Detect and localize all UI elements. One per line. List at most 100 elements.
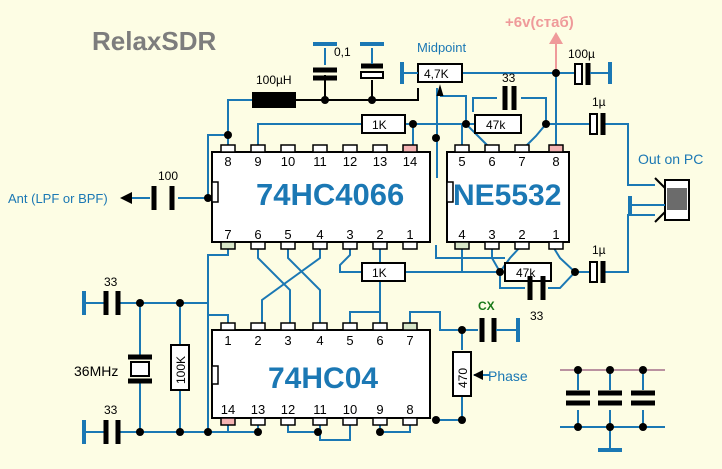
pin-stub: [514, 241, 530, 250]
pin-number: 3: [488, 227, 495, 242]
pin-stub: [312, 241, 328, 250]
pin-number: 13: [373, 154, 387, 169]
cap-33-xtal-top: [82, 291, 121, 315]
pin-number: 8: [406, 402, 413, 417]
pin-number: 8: [224, 154, 231, 169]
label-ant-cap: 100: [158, 169, 178, 183]
pin-number: 4: [316, 333, 323, 348]
label-cap-100u: 100µ: [568, 47, 595, 61]
resistor-100k: [170, 344, 190, 391]
cap-33-bottom: [527, 276, 546, 300]
label-xtal-cap-top: 33: [104, 275, 118, 289]
pin-stub: [484, 144, 500, 153]
ic-pins: [220, 144, 564, 426]
chip-name-74hc04: 74HC04: [268, 362, 378, 395]
pin-number: 12: [343, 154, 357, 169]
pin-stub: [312, 322, 328, 331]
chip-name-74hc4066: 74HC4066: [256, 177, 404, 212]
pin-number: 7: [224, 227, 231, 242]
ic-74hc4066: [211, 151, 431, 243]
pin-stub: [402, 322, 418, 331]
resistor-470: [452, 351, 472, 397]
pin-number: 4: [458, 227, 465, 242]
label-xtal-cap-bottom: 33: [104, 403, 118, 417]
pin-stub: [402, 241, 418, 250]
label-r-47k-top: 47k: [486, 118, 506, 132]
cap-100u: [574, 62, 612, 85]
label-midpoint: Midpoint: [417, 40, 467, 55]
pin-stub: [372, 322, 388, 331]
pin-number: 1: [224, 333, 231, 348]
pin-stub: [250, 417, 266, 426]
pin-number: 13: [251, 402, 265, 417]
label-pot: 4,7K: [424, 67, 449, 81]
pin-number: 11: [313, 154, 327, 169]
pin-stub: [514, 144, 530, 153]
pin-number: 10: [281, 154, 295, 169]
label-r-47k-bottom: 47k: [516, 266, 536, 280]
label-cap-1u-bottom: 1µ: [592, 243, 606, 257]
pin-stub: [372, 241, 388, 250]
pin-stub: [342, 417, 358, 426]
pin-stub: [280, 144, 296, 153]
pin-number: 5: [458, 154, 465, 169]
pin-number: 8: [552, 154, 559, 169]
label-ant: Ant (LPF or BPF): [8, 191, 108, 206]
pin-number: 7: [406, 333, 413, 348]
pin-stub: [280, 322, 296, 331]
pin-stub: [312, 417, 328, 426]
pin-stub: [342, 241, 358, 250]
pin-number: 5: [284, 227, 291, 242]
resistor-1k-bottom: [361, 262, 406, 282]
label-cap-1u-top: 1µ: [592, 95, 606, 109]
cap-electrolytic: [360, 42, 384, 100]
pin-stub: [454, 144, 470, 153]
inductor-100uh: [252, 92, 296, 108]
pin-stub: [280, 241, 296, 250]
label-r-1k-top: 1K: [372, 118, 387, 132]
pin-stub: [250, 241, 266, 250]
pin-number: 5: [346, 333, 353, 348]
pin-number: 6: [376, 333, 383, 348]
label-inductor: 100µH: [256, 73, 292, 87]
label-cx: CX: [478, 299, 495, 313]
label-out: Out on PC: [638, 151, 703, 167]
pin-stub: [402, 144, 418, 153]
pin-number: 3: [284, 333, 291, 348]
pin-stub: [220, 417, 236, 426]
label-supply: +6v(стаб): [505, 14, 574, 31]
crystal-36mhz: [128, 354, 152, 384]
output-connector: [628, 177, 690, 223]
label-cap-33-top: 33: [502, 71, 516, 85]
supply-arrow-head: [549, 32, 563, 44]
pin-number: 2: [376, 227, 383, 242]
pin-stub: [220, 144, 236, 153]
pin-number: 3: [346, 227, 353, 242]
pin-number: 11: [313, 402, 327, 417]
cap-33-top: [502, 86, 517, 110]
resistor-47k-top: [474, 114, 522, 134]
pin-number: 12: [281, 402, 295, 417]
cap-1u-top: [589, 113, 606, 135]
resistor-1k-top: [361, 114, 406, 134]
pin-stub: [548, 144, 564, 153]
label-r-100k: 100K: [174, 356, 188, 384]
ant-arrow: [120, 192, 132, 204]
pin-labels: 8796105114123132141546372811142133124115…: [221, 154, 560, 417]
label-phase: Phase: [488, 368, 528, 384]
label-cap-33-bottom: 33: [530, 309, 544, 323]
junction-dots: [136, 69, 647, 436]
pin-stub: [280, 417, 296, 426]
pin-stub: [342, 144, 358, 153]
pin-number: 2: [518, 227, 525, 242]
pin-stub: [484, 241, 500, 250]
pin-number: 14: [221, 402, 235, 417]
pin-number: 7: [518, 154, 525, 169]
pin-number: 1: [406, 227, 413, 242]
pin-number: 4: [316, 227, 323, 242]
cap-cx: [479, 318, 520, 342]
pin-stub: [342, 322, 358, 331]
label-cap-01: 0,1: [334, 45, 351, 59]
pin-stub: [454, 241, 470, 250]
